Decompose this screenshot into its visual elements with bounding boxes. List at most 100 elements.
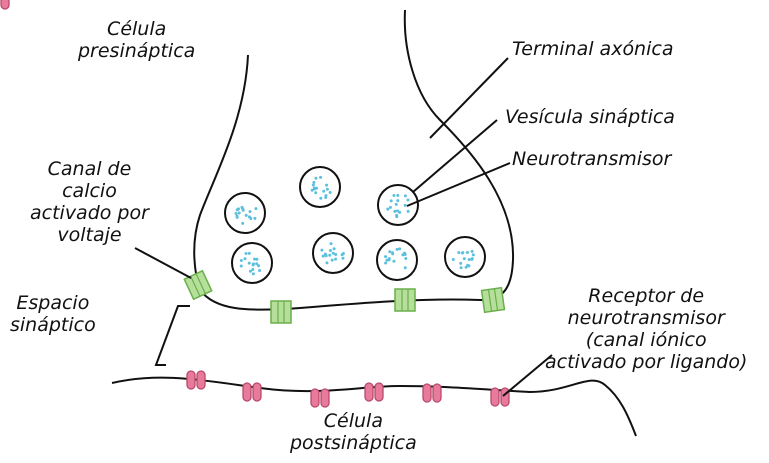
synaptic-cleft-bracket xyxy=(156,306,190,365)
neurotransmitter-dot xyxy=(236,216,239,219)
vesicle-membrane xyxy=(225,193,265,233)
neurotransmitter-dot xyxy=(243,257,246,260)
receptor-label: Receptor de neurotransmisor (canal iónic… xyxy=(545,285,747,373)
neurotransmitter-dot xyxy=(459,262,462,265)
neurotransmitter-dot xyxy=(334,258,337,261)
neurotransmitter-dot xyxy=(468,258,471,261)
neurotransmitter-dot xyxy=(320,249,323,252)
neurotransmitter-dot xyxy=(248,252,251,255)
receptor-subunit xyxy=(197,371,205,389)
vesicle-membrane xyxy=(300,167,340,207)
neurotransmitter-dot xyxy=(330,242,333,245)
receptor-subunit xyxy=(423,384,431,402)
neurotransmitter-dot xyxy=(460,266,463,269)
neurotransmitter-dot xyxy=(258,269,261,272)
synaptic-vesicle xyxy=(313,233,353,273)
neurotransmitter-label: Neurotransmisor xyxy=(512,148,671,170)
neurotransmitter-dot xyxy=(471,257,474,260)
neurotransmitter-dot xyxy=(404,266,407,269)
receptor-subunit xyxy=(491,388,499,406)
neurotransmitter-dot xyxy=(319,176,322,179)
neurotransmitter-dot xyxy=(389,206,392,209)
vesicle-leader xyxy=(413,120,497,192)
neurotransmitter-dot xyxy=(333,247,336,250)
neurotransmitter-dot xyxy=(325,194,328,197)
neurotransmitter-dot xyxy=(341,257,344,260)
receptor-subunit xyxy=(375,383,383,401)
neurotransmitter-dot xyxy=(240,259,243,262)
neurotransmitter-dot xyxy=(241,222,244,225)
neurotransmitter-dot xyxy=(331,259,334,262)
neurotransmitter-dot xyxy=(404,204,407,207)
neurotransmitter-dot xyxy=(398,211,401,214)
neurotransmitter-dot xyxy=(241,206,244,209)
neurotransmitter-dot xyxy=(334,253,337,256)
neurotransmitter-dot xyxy=(467,264,470,267)
neurotransmitter-dot xyxy=(461,251,464,254)
channel-body xyxy=(184,271,211,299)
vesicle-membrane xyxy=(377,240,417,280)
neurotransmitter-dot xyxy=(328,254,331,257)
synaptic-vesicle xyxy=(445,237,485,277)
neurotransmitter-dot xyxy=(314,191,317,194)
neurotransmitter-dot xyxy=(392,260,395,263)
synaptic-vesicle xyxy=(378,185,418,225)
neurotransmitter-dot xyxy=(471,250,474,253)
neurotransmitter-dot xyxy=(329,249,332,252)
vesicle-membrane xyxy=(378,185,418,225)
presynaptic-cell-label: Célula presináptica xyxy=(78,18,195,62)
vesicle-membrane xyxy=(232,243,272,283)
neurotransmitter-dot xyxy=(325,254,328,257)
receptor-subunit xyxy=(187,371,195,389)
neurotransmitter-dot xyxy=(254,207,257,210)
neurotransmitter-dot xyxy=(384,262,387,265)
neurotransmitter-dot xyxy=(403,252,406,255)
neurotransmitter-dot xyxy=(463,257,466,260)
axon-terminal-label: Terminal axónica xyxy=(512,38,673,60)
neurotransmitter-dot xyxy=(388,250,391,253)
neurotransmitter-dot xyxy=(392,194,395,197)
neurotransmitter-dot xyxy=(395,203,398,206)
calcium-channel xyxy=(271,301,291,323)
neurotransmitter-dot xyxy=(407,210,410,213)
channel-body xyxy=(395,289,415,311)
calcium-channel xyxy=(184,271,211,299)
neurotransmitter-dot xyxy=(326,188,329,191)
synaptic-vesicle xyxy=(300,167,340,207)
neurotransmitter-dot xyxy=(315,187,318,190)
neurotransmitter-dot xyxy=(398,247,401,250)
neurotransmitter-dot xyxy=(312,181,315,184)
neurotransmitter-dot xyxy=(240,265,243,268)
neurotransmitter-dot xyxy=(393,210,396,213)
receptor-subunit xyxy=(243,383,251,401)
neurotransmitter-dot xyxy=(329,191,332,194)
calcium-channel-label: Canal de calcio activado por voltaje xyxy=(30,158,149,246)
neurotransmitter-dot xyxy=(341,253,344,256)
synaptic-vesicle xyxy=(377,240,417,280)
neurotransmitter-dot xyxy=(396,248,399,251)
neurotransmitter-dot xyxy=(248,262,251,265)
neurotransmitter-dot xyxy=(391,252,394,255)
receptor-subunit xyxy=(311,389,319,407)
neurotransmitter-dot xyxy=(249,210,252,213)
neurotransmitter-dot xyxy=(319,197,322,200)
receptor-subunit xyxy=(1,0,9,9)
neurotransmitter-dot xyxy=(253,217,256,220)
neurotransmitter-dot xyxy=(457,251,460,254)
neurotransmitter-dot xyxy=(251,268,254,271)
calcium-channel xyxy=(482,288,505,313)
neurotransmitter-dot xyxy=(249,217,252,220)
calcium-channel-leader xyxy=(135,248,191,278)
neurotransmitter-dot xyxy=(406,199,409,202)
receptor-subunit xyxy=(433,384,441,402)
postsynaptic-cell-label: Célula postsináptica xyxy=(290,410,417,454)
synaptic-vesicle-label: Vesícula sináptica xyxy=(505,106,675,128)
neurotransmitter-dot xyxy=(452,258,455,261)
neurotransmitter-receptor xyxy=(243,383,261,401)
neurotransmitter-receptor xyxy=(0,0,9,9)
neurotransmitter-dot xyxy=(325,261,328,264)
neurotransmitter-dot xyxy=(312,183,315,186)
neurotransmitter-dot xyxy=(314,177,317,180)
neurotransmitter-dot xyxy=(325,184,328,187)
